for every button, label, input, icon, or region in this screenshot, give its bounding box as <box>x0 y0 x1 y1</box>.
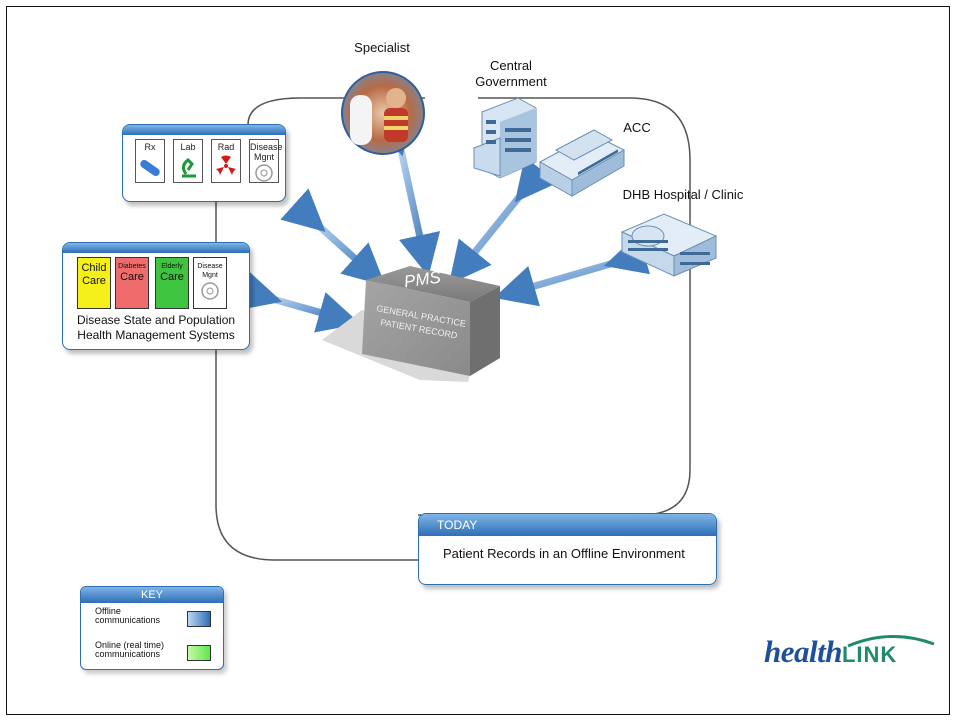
child-care-tile: Child Care <box>77 257 111 309</box>
lab-tile-label: Lab <box>180 142 196 152</box>
specialist-label: Specialist <box>354 40 410 55</box>
disease-card-caption-line1: Disease State and Population <box>76 313 236 327</box>
rx-tile: Rx <box>135 139 165 183</box>
key-offline-line1: Offline <box>95 606 121 616</box>
rad-tile-label: Rad <box>217 142 235 152</box>
rad-tile: Rad <box>211 139 241 183</box>
communication-loop <box>215 97 691 561</box>
clinical-tools-card-bar <box>123 125 285 135</box>
acc-label: ACC <box>623 120 651 135</box>
disease-mgnt-care-line2: Mgnt <box>202 272 218 279</box>
dhb-label: DHB Hospital / Clinic <box>622 187 744 202</box>
disease-card-caption: Disease State and Population Health Mana… <box>63 313 249 343</box>
dhb-hospital-building-icon <box>620 213 718 277</box>
arrow-tools-pms <box>280 188 386 287</box>
biohazard-icon <box>255 164 273 182</box>
central-government-label: Central Government <box>466 58 556 90</box>
disease-card-caption-line2: Health Management Systems <box>77 328 235 342</box>
key-online-line1: Online (real time) <box>95 640 165 650</box>
biohazard-icon <box>201 282 219 300</box>
today-card-header: TODAY <box>419 514 716 536</box>
central-government-label-line1: Central <box>490 58 532 73</box>
arrow-government-pms <box>448 156 558 285</box>
logo-health: health <box>764 634 842 669</box>
pill-icon <box>140 159 160 177</box>
acc-building-icon <box>538 129 626 197</box>
online-swatch <box>187 645 211 661</box>
central-government-label-line2: Government <box>475 74 547 89</box>
arrow-dhb-pms <box>493 233 651 307</box>
disease-mgnt-tile: Disease Mgnt <box>249 139 283 183</box>
disease-mgnt-care-line1: Disease <box>197 263 223 270</box>
child-care-line1: Child <box>81 262 107 274</box>
rx-tile-label: Rx <box>144 142 156 152</box>
key-offline-row: Offline communications <box>81 603 223 637</box>
key-online-line2: communications <box>95 649 161 659</box>
clinical-tools-card: Rx Lab Rad Disease Mgnt <box>122 124 286 202</box>
disease-mgnt-tile-label-line1: Disease <box>250 142 283 152</box>
arrows <box>236 111 651 333</box>
elderly-care-line2: Care <box>160 271 184 283</box>
key-header: KEY <box>81 587 223 603</box>
arrow-specialist-pms <box>373 111 441 277</box>
diabetes-care-line2: Care <box>120 271 144 283</box>
legend-key: KEY Offline communications Online (real … <box>80 586 224 670</box>
diabetes-care-line1: Diabetes <box>118 263 146 270</box>
arrow-disease-pms <box>236 270 361 333</box>
disease-mgnt-tile-label-line2: Mgnt <box>253 152 274 162</box>
microscope-icon <box>181 158 196 178</box>
elderly-care-tile: Elderly Care <box>155 257 189 309</box>
child-care-line2: Care <box>82 275 106 287</box>
logo-swoosh-icon <box>847 635 935 648</box>
radiation-icon <box>216 155 236 175</box>
lab-tile: Lab <box>173 139 203 183</box>
offline-swatch <box>187 611 211 627</box>
today-card-text: Patient Records in an Offline Environmen… <box>443 546 685 561</box>
page-frame <box>6 6 950 715</box>
today-card: TODAY Patient Records in an Offline Envi… <box>418 513 717 585</box>
elderly-care-line1: Elderly <box>161 263 183 270</box>
central-government-building-icon <box>473 97 537 179</box>
disease-management-card: Child Care Diabetes Care Elderly Care Di… <box>62 242 250 350</box>
pms-box-shape <box>362 266 500 376</box>
key-offline-line2: communications <box>95 615 161 625</box>
specialist-photo <box>341 71 425 155</box>
diabetes-care-tile: Diabetes Care <box>115 257 149 309</box>
disease-mgnt-care-tile: Disease Mgnt <box>193 257 227 309</box>
key-online-row: Online (real time) communications <box>81 637 223 669</box>
disease-management-card-bar <box>63 243 249 253</box>
